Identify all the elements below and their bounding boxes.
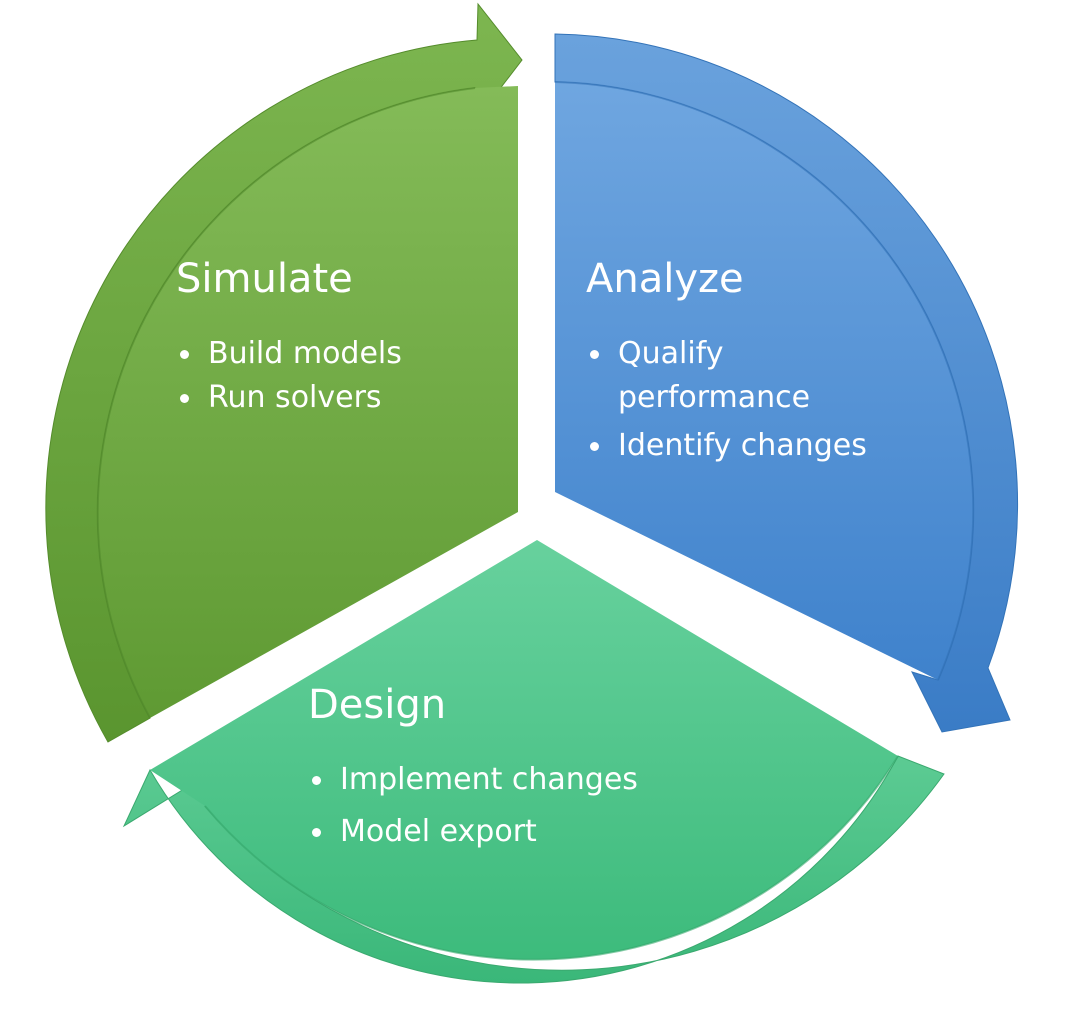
simulate-bullet-2: Run solvers (176, 376, 402, 420)
analyze-segment (554, 33, 1019, 733)
design-wedge (150, 540, 898, 960)
design-segment (122, 540, 945, 984)
analyze-bullet-2: Identify changes (586, 424, 867, 468)
analyze-seam (554, 81, 975, 681)
design-bullet-2: Model export (308, 810, 638, 854)
simulate-wedge (97, 86, 518, 718)
simulate-bullets: Build models Run solvers (176, 332, 402, 420)
analyze-bullets: Qualify performance Identify changes (586, 332, 867, 468)
design-bullet-1: Implement changes (308, 758, 638, 802)
simulate-seam (96, 87, 476, 719)
design-title: Design (308, 682, 447, 728)
design-seam (204, 755, 899, 961)
simulate-bullet-1: Build models (176, 332, 402, 376)
design-arrow-band (122, 755, 945, 984)
analyze-wedge (555, 82, 974, 680)
design-bullets: Implement changes Model export (308, 758, 638, 854)
simulate-title: Simulate (176, 256, 353, 302)
analyze-title: Analyze (586, 256, 744, 302)
simulate-segment (45, 2, 523, 743)
analyze-bullet-1: Qualify performance (586, 332, 858, 420)
